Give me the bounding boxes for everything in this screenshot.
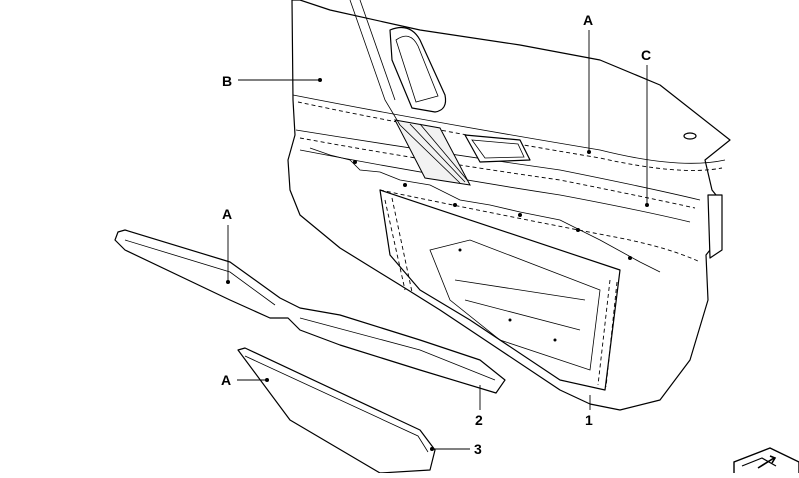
svg-text:C: C — [641, 47, 651, 63]
mounting-clips — [353, 160, 632, 342]
label-A-top: A — [583, 12, 593, 154]
screw-hole — [683, 132, 697, 140]
label-A-mid: A — [222, 206, 232, 284]
svg-text:2: 2 — [475, 412, 483, 428]
label-part-3: 3 — [430, 441, 482, 457]
svg-text:A: A — [583, 12, 593, 28]
armrest-trim-strip — [114, 229, 506, 394]
svg-text:3: 3 — [474, 441, 482, 457]
lower-trim-piece — [237, 347, 436, 474]
svg-text:1: 1 — [585, 412, 593, 428]
svg-text:B: B — [222, 73, 232, 89]
label-C: C — [641, 47, 651, 207]
door-handle-opening — [389, 27, 447, 113]
label-A-bottom: A — [221, 372, 269, 388]
label-part-2: 2 — [475, 385, 483, 428]
svg-text:A: A — [222, 206, 232, 222]
map-pocket — [379, 189, 621, 391]
speaker-grille — [394, 119, 471, 186]
door-trim-panel — [287, 0, 731, 411]
label-B: B — [222, 73, 322, 89]
view-direction-icon — [733, 447, 799, 473]
switch-cutout — [464, 134, 531, 163]
svg-text:A: A — [221, 372, 231, 388]
label-part-1: 1 — [585, 395, 593, 428]
